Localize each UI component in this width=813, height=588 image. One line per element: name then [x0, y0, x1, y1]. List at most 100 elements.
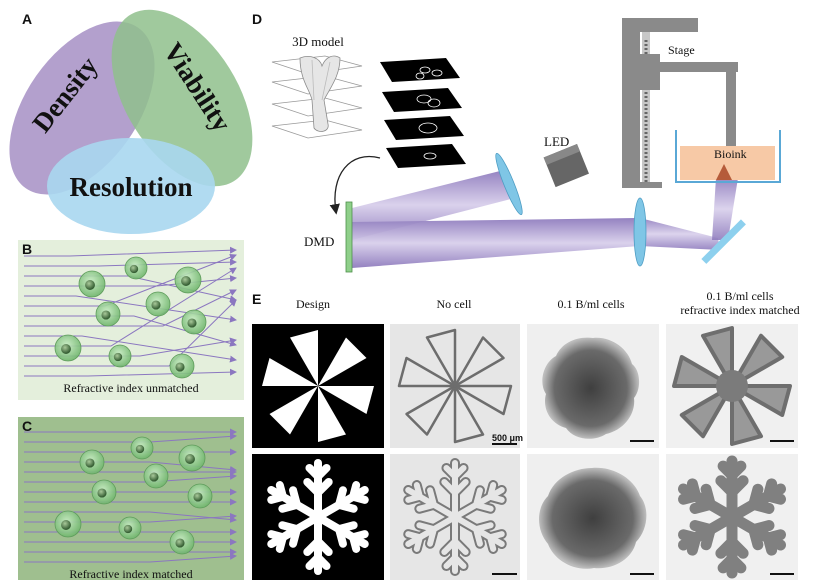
panel-e-letter: E	[252, 291, 261, 307]
snowflake-branch	[335, 486, 347, 509]
projection-lens	[633, 197, 647, 267]
snowflake-branch	[487, 482, 497, 500]
panel-c-caption: Refractive index matched	[69, 567, 192, 581]
light-ray	[24, 295, 237, 323]
column-cells-matched-line2: refractive index matched	[680, 303, 799, 317]
vertical-beam	[712, 178, 738, 240]
nucleus-icon	[193, 492, 203, 502]
nucleus-icon	[175, 362, 185, 372]
snowflake-branch	[689, 498, 716, 514]
light-ray	[24, 335, 237, 363]
panel-c-letter: C	[22, 418, 32, 434]
snowflake-branch	[726, 553, 747, 574]
snowflake-branch	[267, 492, 287, 504]
mirror	[701, 219, 746, 264]
snowflake-branch	[305, 463, 322, 481]
pinwheel-blade	[672, 355, 734, 388]
slice-to-dmd-arrow	[329, 155, 381, 215]
nucleus-icon	[149, 472, 159, 482]
snowflake-branch	[452, 554, 467, 570]
nucleus-icon	[129, 264, 139, 274]
pinwheel-blade	[397, 356, 457, 388]
snowflake-branch	[700, 524, 716, 551]
snowflake-branch	[678, 490, 702, 505]
snowflake-branch	[748, 483, 764, 510]
pinwheel-blade	[425, 328, 457, 388]
panel-b-caption: Refractive index unmatched	[63, 381, 198, 395]
nucleus-icon	[185, 454, 195, 464]
pinwheel-blade	[318, 337, 367, 386]
pinwheel-center	[716, 370, 748, 402]
snowflake-branch	[686, 532, 702, 556]
panel-b-letter: B	[22, 241, 32, 257]
stage-label: Stage	[668, 43, 695, 57]
snowflake-branch	[715, 475, 738, 498]
nucleus-icon	[123, 524, 133, 534]
no-cell-snowflake-print	[403, 458, 507, 576]
matched-pinwheel-print	[672, 326, 792, 446]
resolution-label: Resolution	[69, 172, 192, 202]
nucleus-icon	[151, 300, 161, 310]
pinwheel-blade	[730, 333, 785, 388]
panel-a: A Density Viability Resolution	[9, 9, 253, 234]
pinwheel-blade	[701, 326, 734, 388]
snowflake-branch	[427, 526, 437, 547]
scale-bar-label: 500 μm	[492, 433, 523, 443]
snowflake-branch	[349, 530, 369, 542]
column-no-cell: No cell	[437, 297, 473, 311]
pinwheel-blade	[318, 386, 346, 442]
led-source	[543, 143, 589, 188]
snowflake-branch	[289, 525, 301, 548]
unmatched-cells	[54, 256, 207, 379]
light-ray	[24, 461, 237, 473]
panel-c: C Refractive index matched	[18, 417, 244, 581]
snowflake-branch	[762, 478, 778, 502]
no-cell-pinwheel-print	[397, 328, 513, 444]
light-ray	[24, 299, 237, 367]
nucleus-icon	[181, 276, 191, 286]
led-label: LED	[544, 134, 569, 149]
cells-pinwheel-blob	[542, 337, 640, 439]
nucleus-icon	[85, 458, 95, 468]
nucleus-icon	[113, 352, 123, 362]
panel-d: D 3D model	[252, 11, 781, 273]
snowflake-branch	[349, 481, 361, 501]
pinwheel-blade	[290, 330, 318, 386]
light-ray	[24, 315, 237, 347]
pinwheel-blade	[453, 384, 485, 444]
pinwheel-blade	[269, 386, 318, 435]
snowflake-branch	[748, 520, 775, 536]
snowflake-branch	[443, 464, 458, 480]
pinwheel-blade	[730, 384, 763, 446]
panel-b: B Refractive index unmatched	[18, 240, 244, 400]
column-design: Design	[296, 297, 330, 311]
snowflake-branch	[314, 537, 333, 556]
snowflake-branch	[413, 534, 423, 552]
pinwheel-pattern	[262, 330, 374, 442]
snowflake-branch	[441, 479, 458, 496]
snowflake-branch	[473, 522, 494, 533]
column-cells-matched-line1: 0.1 B/ml cells	[707, 289, 774, 303]
pinwheel-blade	[262, 358, 318, 386]
snowflake-branch	[405, 493, 423, 503]
snowflake-branch	[762, 529, 786, 544]
bioink-vat	[675, 130, 781, 183]
dmd-chip	[345, 201, 353, 273]
matched-snowflake-print	[678, 455, 786, 579]
light-ray	[24, 267, 237, 347]
light-ray	[24, 289, 237, 327]
snowflake-branch	[487, 531, 505, 541]
matched-cells	[54, 436, 213, 555]
light-ray	[24, 552, 237, 563]
resolution-ellipse	[47, 138, 215, 234]
snowflake-branch	[416, 501, 437, 512]
light-ray	[24, 246, 237, 257]
cells-snowflake-blob	[539, 467, 647, 569]
snowflake-pattern	[267, 459, 369, 575]
pinwheel-blade	[453, 336, 505, 388]
snowflake-branch	[278, 500, 301, 513]
nucleus-icon	[175, 538, 185, 548]
pinwheel-blade	[453, 384, 513, 416]
snowflake-branch	[726, 536, 749, 559]
